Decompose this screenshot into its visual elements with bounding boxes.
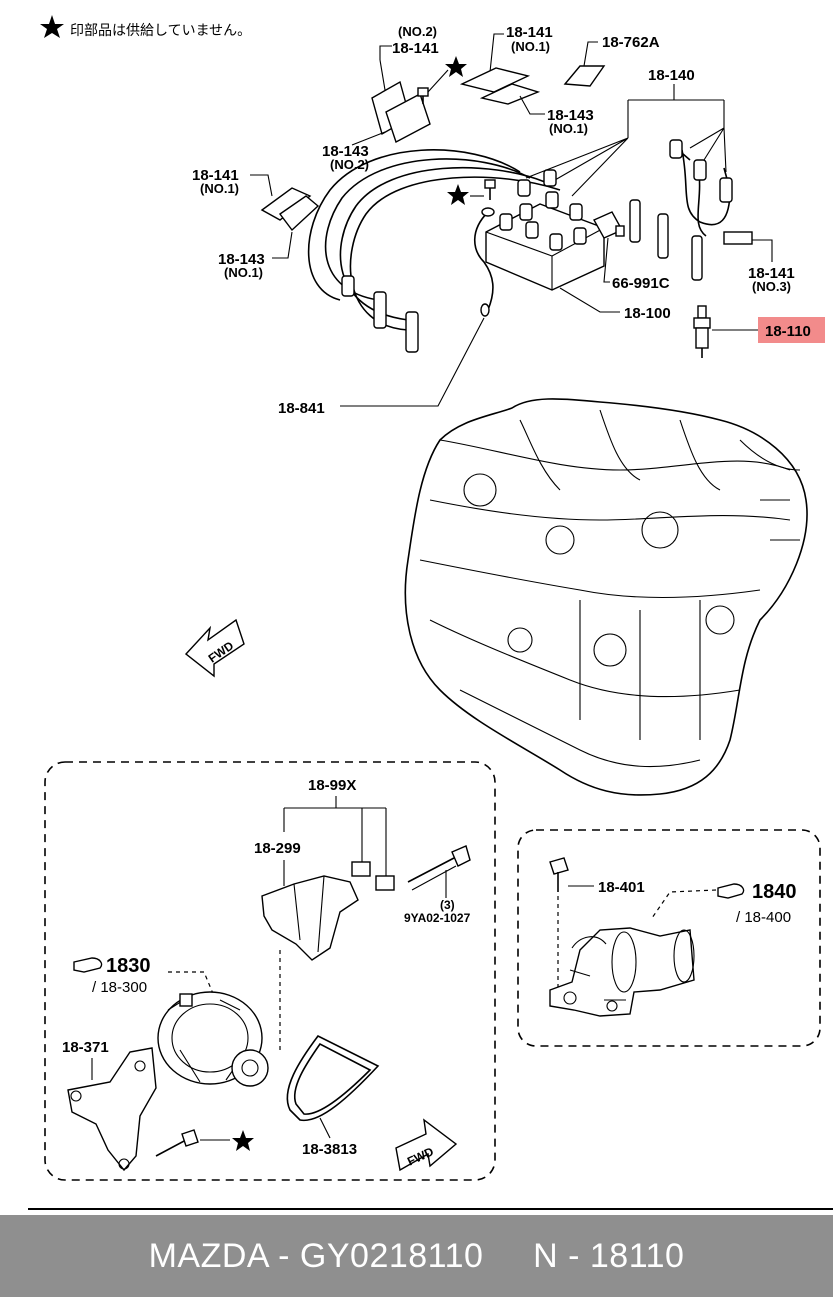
- svg-text:18-141: 18-141: [506, 24, 553, 41]
- parts-diagram: 印部品は供給していません。 (NO.2) 18-141 18-143 (NO.2…: [40, 15, 825, 1181]
- footer-bar: [0, 1215, 833, 1297]
- svg-text:18-143: 18-143: [218, 251, 265, 268]
- label-18-100: 18-100: [624, 305, 671, 322]
- svg-text:18-401: 18-401: [598, 879, 645, 896]
- label-18-299: 18-299: [254, 840, 301, 857]
- svg-text:(NO.2): (NO.2): [330, 157, 369, 172]
- drive-belt-18-3813: [286, 1034, 380, 1122]
- spark-plug-cables: [307, 139, 733, 353]
- svg-text:18-100: 18-100: [624, 305, 671, 322]
- svg-text:66-991C: 66-991C: [612, 275, 670, 292]
- svg-text:/ 18-300: / 18-300: [92, 979, 147, 996]
- label-66-991c: 66-991C: [612, 275, 670, 292]
- legend-text: 印部品は供給していません。: [70, 22, 251, 38]
- svg-text:18-143: 18-143: [547, 107, 594, 124]
- bracket-18-299: [261, 861, 395, 961]
- svg-text:18-99X: 18-99X: [308, 777, 356, 794]
- svg-text:18-140: 18-140: [648, 67, 695, 84]
- svg-text:18-110: 18-110: [765, 323, 811, 340]
- alternator: [157, 991, 269, 1087]
- svg-text:18-3813: 18-3813: [302, 1141, 357, 1158]
- svg-text:18-141: 18-141: [748, 265, 795, 282]
- label-18-141-no1-top: 18-141 (NO.1): [506, 24, 553, 54]
- svg-text:18-841: 18-841: [278, 400, 325, 417]
- sensor-66-991c: [593, 211, 625, 239]
- label-18-3813: 18-3813: [302, 1141, 357, 1158]
- ref-1840[interactable]: 1840 / 18-400: [717, 881, 797, 926]
- svg-text:(NO.1): (NO.1): [224, 265, 263, 280]
- star-icon: [40, 15, 64, 38]
- ignition-coil-18-100: [485, 169, 605, 291]
- svg-text:18-141: 18-141: [192, 167, 239, 184]
- bolt-small: [417, 69, 449, 104]
- label-18-371: 18-371: [62, 1039, 109, 1056]
- footer-part-number: MAZDA - GY0218110 N - 18110: [148, 1237, 685, 1275]
- label-18-143-no1-top: 18-143 (NO.1): [547, 107, 594, 136]
- footer-rule: [28, 1208, 833, 1210]
- alternator-group-box: [44, 761, 496, 1181]
- label-18-143-no2: 18-143 (NO.2): [322, 143, 369, 172]
- svg-text:1840: 1840: [752, 881, 797, 903]
- svg-text:(NO.2): (NO.2): [398, 24, 437, 39]
- svg-text:(NO.1): (NO.1): [511, 39, 550, 54]
- label-18-141-no3: 18-141 (NO.3): [748, 265, 795, 294]
- svg-text:(NO.3): (NO.3): [752, 279, 791, 294]
- fwd-arrow-bottom: FWD: [395, 1118, 458, 1172]
- label-9ya02-1027: (3) 9YA02-1027: [404, 898, 471, 925]
- star-icon: [447, 184, 469, 205]
- label-18-841: 18-841: [278, 400, 325, 417]
- fwd-arrow-top: FWD: [184, 618, 245, 678]
- bolt-coil: [470, 179, 496, 200]
- svg-text:18-299: 18-299: [254, 840, 301, 857]
- pointing-hand-icon: [717, 883, 745, 899]
- svg-text:1830: 1830: [106, 955, 151, 977]
- bracket-18-371: [67, 1047, 157, 1172]
- highlight-18-110[interactable]: 18-110: [758, 317, 825, 343]
- starter-group-box: [517, 829, 821, 1047]
- svg-text:(NO.1): (NO.1): [200, 181, 239, 196]
- svg-text:18-371: 18-371: [62, 1039, 109, 1056]
- label-18-140: 18-140: [648, 67, 695, 84]
- clip-18-141-no1-left: [260, 187, 320, 232]
- legend: 印部品は供給していません。: [40, 15, 251, 38]
- clip-18-141-no3: [723, 231, 753, 245]
- svg-text:9YA02-1027: 9YA02-1027: [404, 911, 471, 925]
- ref-1830[interactable]: 1830 / 18-300: [73, 955, 151, 996]
- bolt-alternator: [155, 1129, 230, 1157]
- star-icon: [445, 56, 467, 77]
- label-18-141-no1-left: 18-141 (NO.1): [192, 167, 239, 196]
- svg-text:18-141: 18-141: [392, 40, 439, 57]
- bolt-9ya02-1027: [407, 845, 471, 891]
- svg-text:18-143: 18-143: [322, 143, 369, 160]
- label-18-143-no1-left: 18-143 (NO.1): [218, 251, 265, 280]
- label-18-141-no2: (NO.2) 18-141: [392, 24, 439, 57]
- ground-wire-18-841: [473, 207, 495, 317]
- gasket-18-762a: 18-762A: [563, 34, 660, 87]
- engine-block: [404, 398, 808, 796]
- clip-18-141-no1-top: [459, 67, 541, 105]
- star-icon: [232, 1130, 254, 1151]
- pointing-hand-icon: [73, 957, 103, 973]
- label-18-401: 18-401: [598, 879, 645, 896]
- spark-plug-18-110: [693, 305, 711, 358]
- svg-text:(NO.1): (NO.1): [549, 121, 588, 136]
- bolt-18-401: [549, 857, 569, 892]
- svg-text:/ 18-400: / 18-400: [736, 909, 791, 926]
- starter-motor: [549, 927, 695, 1017]
- label-18-99x: 18-99X: [308, 777, 356, 794]
- svg-text:(3): (3): [440, 898, 455, 912]
- clip-18-141-no2: [371, 59, 431, 144]
- svg-text:18-762A: 18-762A: [602, 34, 660, 51]
